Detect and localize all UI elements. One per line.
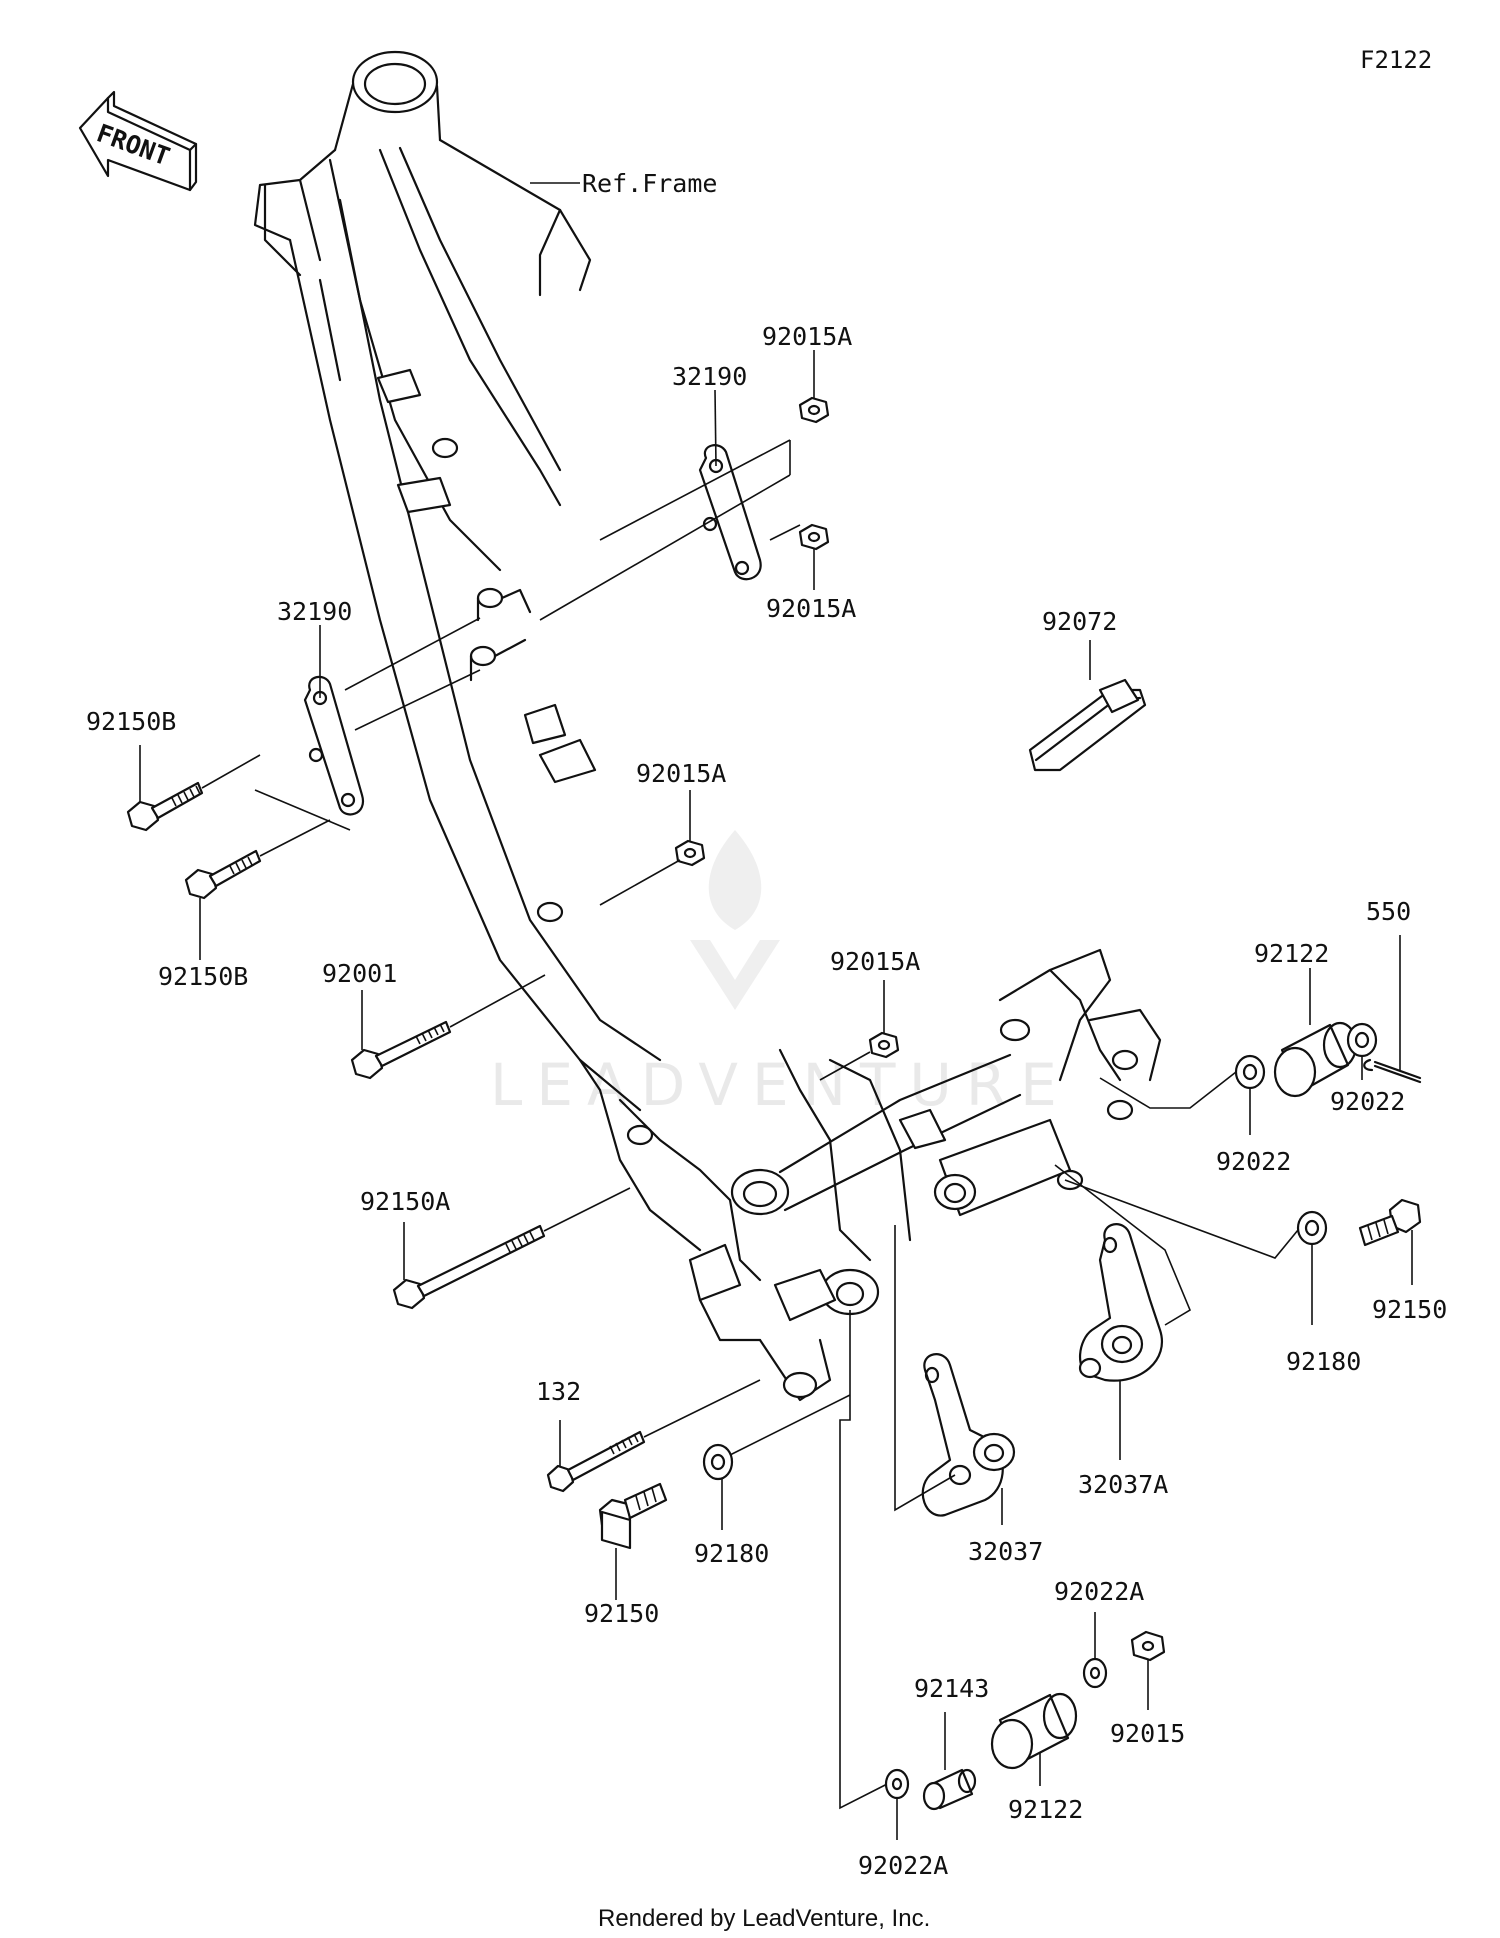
collar-92122-lower	[990, 1692, 1078, 1786]
leader-lower-group	[839, 1310, 896, 1810]
bolt-92150A	[392, 1187, 631, 1310]
part-label-92015A-3: 92015A	[636, 759, 726, 788]
part-label-92180-2: 92180	[694, 1539, 769, 1568]
washer-92022-right	[1346, 1022, 1378, 1080]
bolt-92001	[350, 974, 546, 1080]
part-labels: 92015A 32190 92015A 32190 92150B 92150B …	[86, 322, 1447, 1880]
part-label-92143: 92143	[914, 1674, 989, 1703]
leader-32190-upper	[539, 439, 791, 621]
part-label-92022A-1: 92022A	[1054, 1577, 1144, 1606]
nut-92015A-right	[819, 980, 900, 1081]
washer-92022-left	[1099, 1054, 1266, 1135]
part-label-92122-1: 92122	[1254, 939, 1329, 968]
part-label-92072: 92072	[1042, 607, 1117, 636]
nut-92015	[1130, 1630, 1166, 1710]
part-label-92150-2: 92150	[584, 1599, 659, 1628]
washer-92180-right	[1064, 1179, 1328, 1325]
nut-92015A-upper	[798, 350, 830, 424]
part-label-92015A-1: 92015A	[762, 322, 852, 351]
washer-92022A-lower	[884, 1768, 910, 1840]
front-arrow-icon: FRONT	[78, 90, 198, 192]
bracket-32037A	[1054, 1164, 1192, 1460]
footer-credit: Rendered by LeadVenture, Inc.	[598, 1905, 930, 1932]
ref-frame-label: Ref.Frame	[582, 169, 717, 198]
part-label-92015A-4: 92015A	[830, 947, 920, 976]
bolt-92150B-lower	[184, 819, 331, 960]
part-label-92022-1: 92022	[1330, 1087, 1405, 1116]
part-label-92150B-2: 92150B	[158, 962, 248, 991]
part-label-92180-1: 92180	[1286, 1347, 1361, 1376]
watermark-text: LEADVENTURE	[490, 1051, 1071, 1119]
bolt-92150-lower	[598, 1482, 668, 1600]
leader-32190-lower	[254, 617, 481, 831]
pin-550	[1363, 935, 1422, 1084]
part-label-550: 550	[1366, 897, 1411, 926]
collar-92122-upper	[1273, 968, 1358, 1098]
clamp-92072	[1028, 640, 1147, 772]
part-label-32037A: 32037A	[1078, 1470, 1168, 1499]
diagram-code: F2122	[1360, 46, 1432, 74]
part-label-92015A-2: 92015A	[766, 594, 856, 623]
watermark: LEADVENTURE	[490, 830, 1071, 1119]
plate-32190-upper	[698, 389, 762, 581]
part-label-92015: 92015	[1110, 1719, 1185, 1748]
nut-92015A-center	[599, 790, 706, 906]
part-label-92150-1: 92150	[1372, 1295, 1447, 1324]
part-label-92150A: 92150A	[360, 1187, 450, 1216]
frame	[253, 50, 1162, 1402]
part-label-92022A-2: 92022A	[858, 1851, 948, 1880]
part-label-92150B-1: 92150B	[86, 707, 176, 736]
leader-92015A-2	[769, 524, 801, 541]
bolt-132	[546, 1379, 761, 1493]
part-label-92022-2: 92022	[1216, 1147, 1291, 1176]
bolt-92150B-upper	[126, 745, 261, 832]
nut-92015A-mid	[798, 523, 830, 590]
part-label-92001: 92001	[322, 959, 397, 988]
part-label-32190-2: 32190	[277, 597, 352, 626]
sleeve-92143	[922, 1712, 977, 1811]
bolt-92150-right	[1358, 1198, 1422, 1285]
washer-92180-lower	[702, 1394, 851, 1530]
washer-92022A-upper	[1082, 1612, 1108, 1689]
part-label-32190-1: 32190	[672, 362, 747, 391]
plate-32190-lower	[303, 625, 365, 816]
part-label-32037: 32037	[968, 1537, 1043, 1566]
part-label-92122-2: 92122	[1008, 1795, 1083, 1824]
bracket-32037	[894, 1225, 1016, 1525]
part-label-132: 132	[536, 1377, 581, 1406]
